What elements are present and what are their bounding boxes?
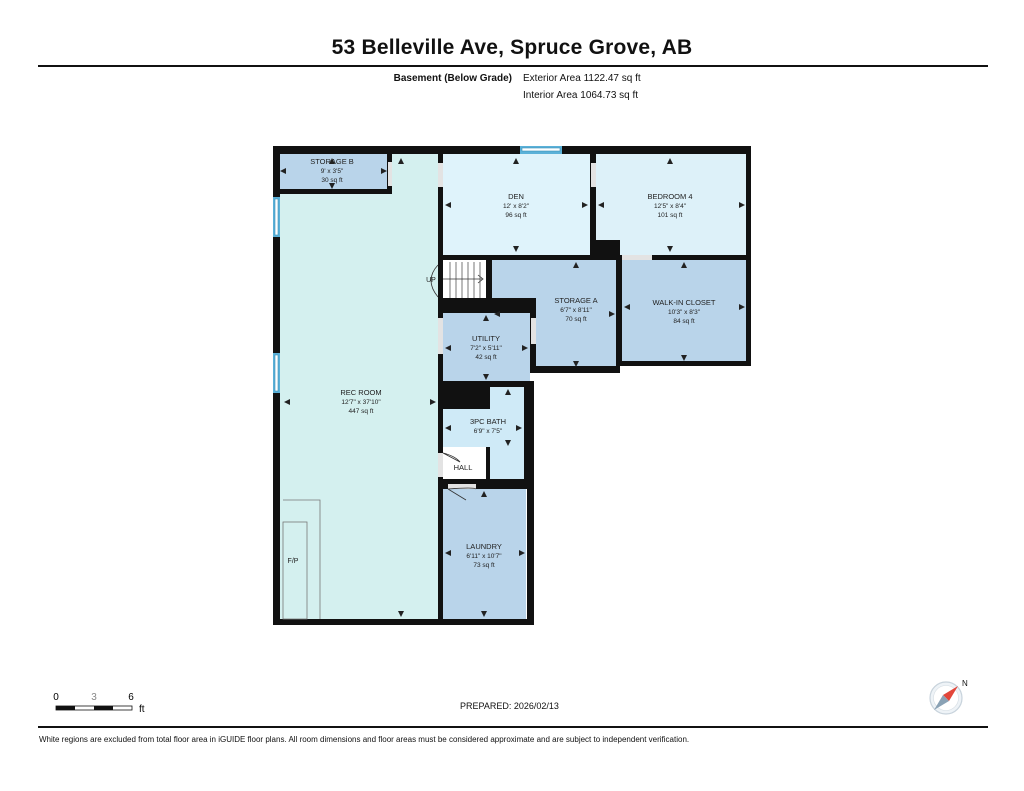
page-title: 53 Belleville Ave, Spruce Grove, AB <box>331 36 693 59</box>
compass-north-label: N <box>962 679 968 688</box>
footer-divider <box>38 726 988 728</box>
utility-area[interactable] <box>443 313 530 381</box>
den-name: DEN <box>508 192 524 201</box>
utility-dims: 7'2" x 5'11" <box>470 345 502 352</box>
hall-name: HALL <box>454 463 473 472</box>
den-area[interactable] <box>443 154 590 255</box>
den-area-label: 96 sq ft <box>505 212 527 219</box>
hall-area[interactable] <box>443 447 486 479</box>
storage-a-name: STORAGE A <box>554 296 597 305</box>
door-swings <box>442 452 477 501</box>
laundry-dims: 6'11" x 10'7" <box>466 553 502 560</box>
den-dims: 12' x 8'2" <box>503 203 530 210</box>
bath-name: 3PC BATH <box>470 417 506 426</box>
bedroom-4-dims: 12'5" x 8'4" <box>654 203 687 210</box>
prepared-date: PREPARED: 2026/02/13 <box>460 701 559 711</box>
laundry-name: LAUNDRY <box>466 542 502 551</box>
exterior-area: Exterior Area 1122.47 sq ft <box>523 73 641 84</box>
storage-b-dims: 9' x 3'5" <box>321 168 344 175</box>
door-openings <box>388 162 652 489</box>
bath-dims: 6'9" x 7'5" <box>474 428 503 435</box>
laundry-area[interactable] <box>443 489 526 620</box>
rec-room-name: REC ROOM <box>340 388 381 397</box>
storage-a-area-label: 70 sq ft <box>565 316 587 323</box>
fireplace-label: F/P <box>288 558 299 565</box>
compass-icon: N <box>929 679 968 715</box>
rec-room-dims: 12'7" x 37'10" <box>341 399 381 406</box>
storage-a-dims: 6'7" x 8'11" <box>560 307 592 314</box>
bedroom-4-name: BEDROOM 4 <box>647 192 692 201</box>
storage-b-name: STORAGE B <box>310 157 354 166</box>
disclaimer: White regions are excluded from total fl… <box>39 735 690 744</box>
rec-room-area-label: 447 sq ft <box>349 408 374 415</box>
bath-shower-area[interactable] <box>490 447 524 479</box>
stairs-door-swing <box>430 264 439 298</box>
bedroom-4-area[interactable] <box>596 154 746 255</box>
walk-in-closet-area-label: 84 sq ft <box>673 318 695 325</box>
walk-in-closet-dims: 10'3" x 8'3" <box>668 309 701 316</box>
interior-area: Interior Area 1064.73 sq ft <box>523 90 639 101</box>
stairs-up-label: UP <box>426 277 436 284</box>
walk-in-closet-name: WALK-IN CLOSET <box>652 298 715 307</box>
walk-in-closet-area[interactable] <box>622 260 746 363</box>
laundry-area-label: 73 sq ft <box>473 562 495 569</box>
bedroom-4-area-label: 101 sq ft <box>658 212 683 219</box>
level-label: Basement (Below Grade) <box>393 73 512 84</box>
storage-b-area-label: 30 sq ft <box>321 177 343 184</box>
dimension-arrows <box>280 158 745 617</box>
header-divider <box>38 65 988 67</box>
rec-room-area[interactable] <box>280 152 440 621</box>
utility-name: UTILITY <box>472 334 500 343</box>
stairs <box>443 262 484 298</box>
fireplace-outline <box>282 499 321 620</box>
utility-area-label: 42 sq ft <box>475 354 497 361</box>
